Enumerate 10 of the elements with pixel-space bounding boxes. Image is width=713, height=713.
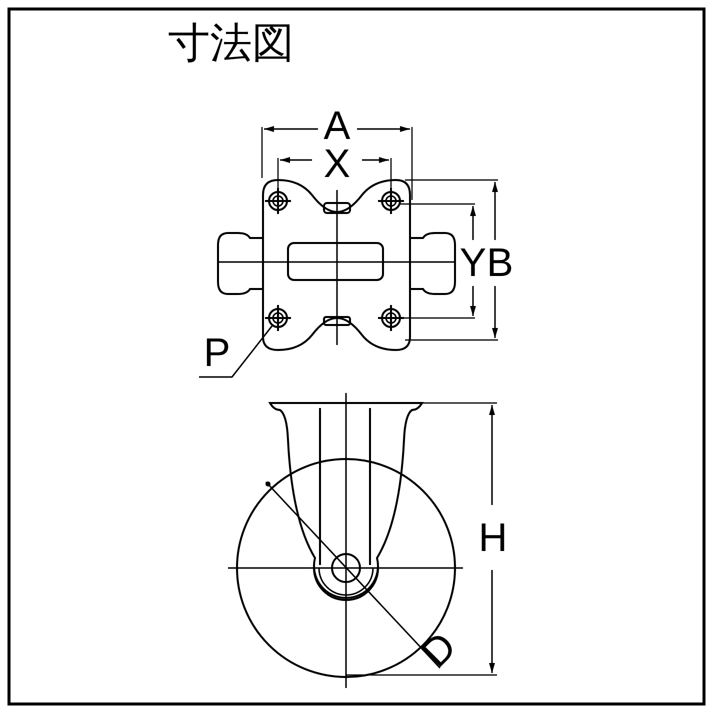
title: 寸法図 bbox=[168, 22, 294, 64]
leader-line bbox=[199, 326, 273, 378]
dimension-label: A bbox=[322, 106, 352, 146]
dimension-label: B bbox=[486, 243, 514, 283]
dimension-label: X bbox=[322, 144, 352, 184]
dimension-label: D bbox=[414, 625, 464, 675]
dimension-label: H bbox=[478, 518, 508, 558]
bolt-hole bbox=[264, 304, 292, 332]
dimension-label: Y bbox=[459, 243, 487, 283]
part-label: P bbox=[200, 333, 234, 375]
